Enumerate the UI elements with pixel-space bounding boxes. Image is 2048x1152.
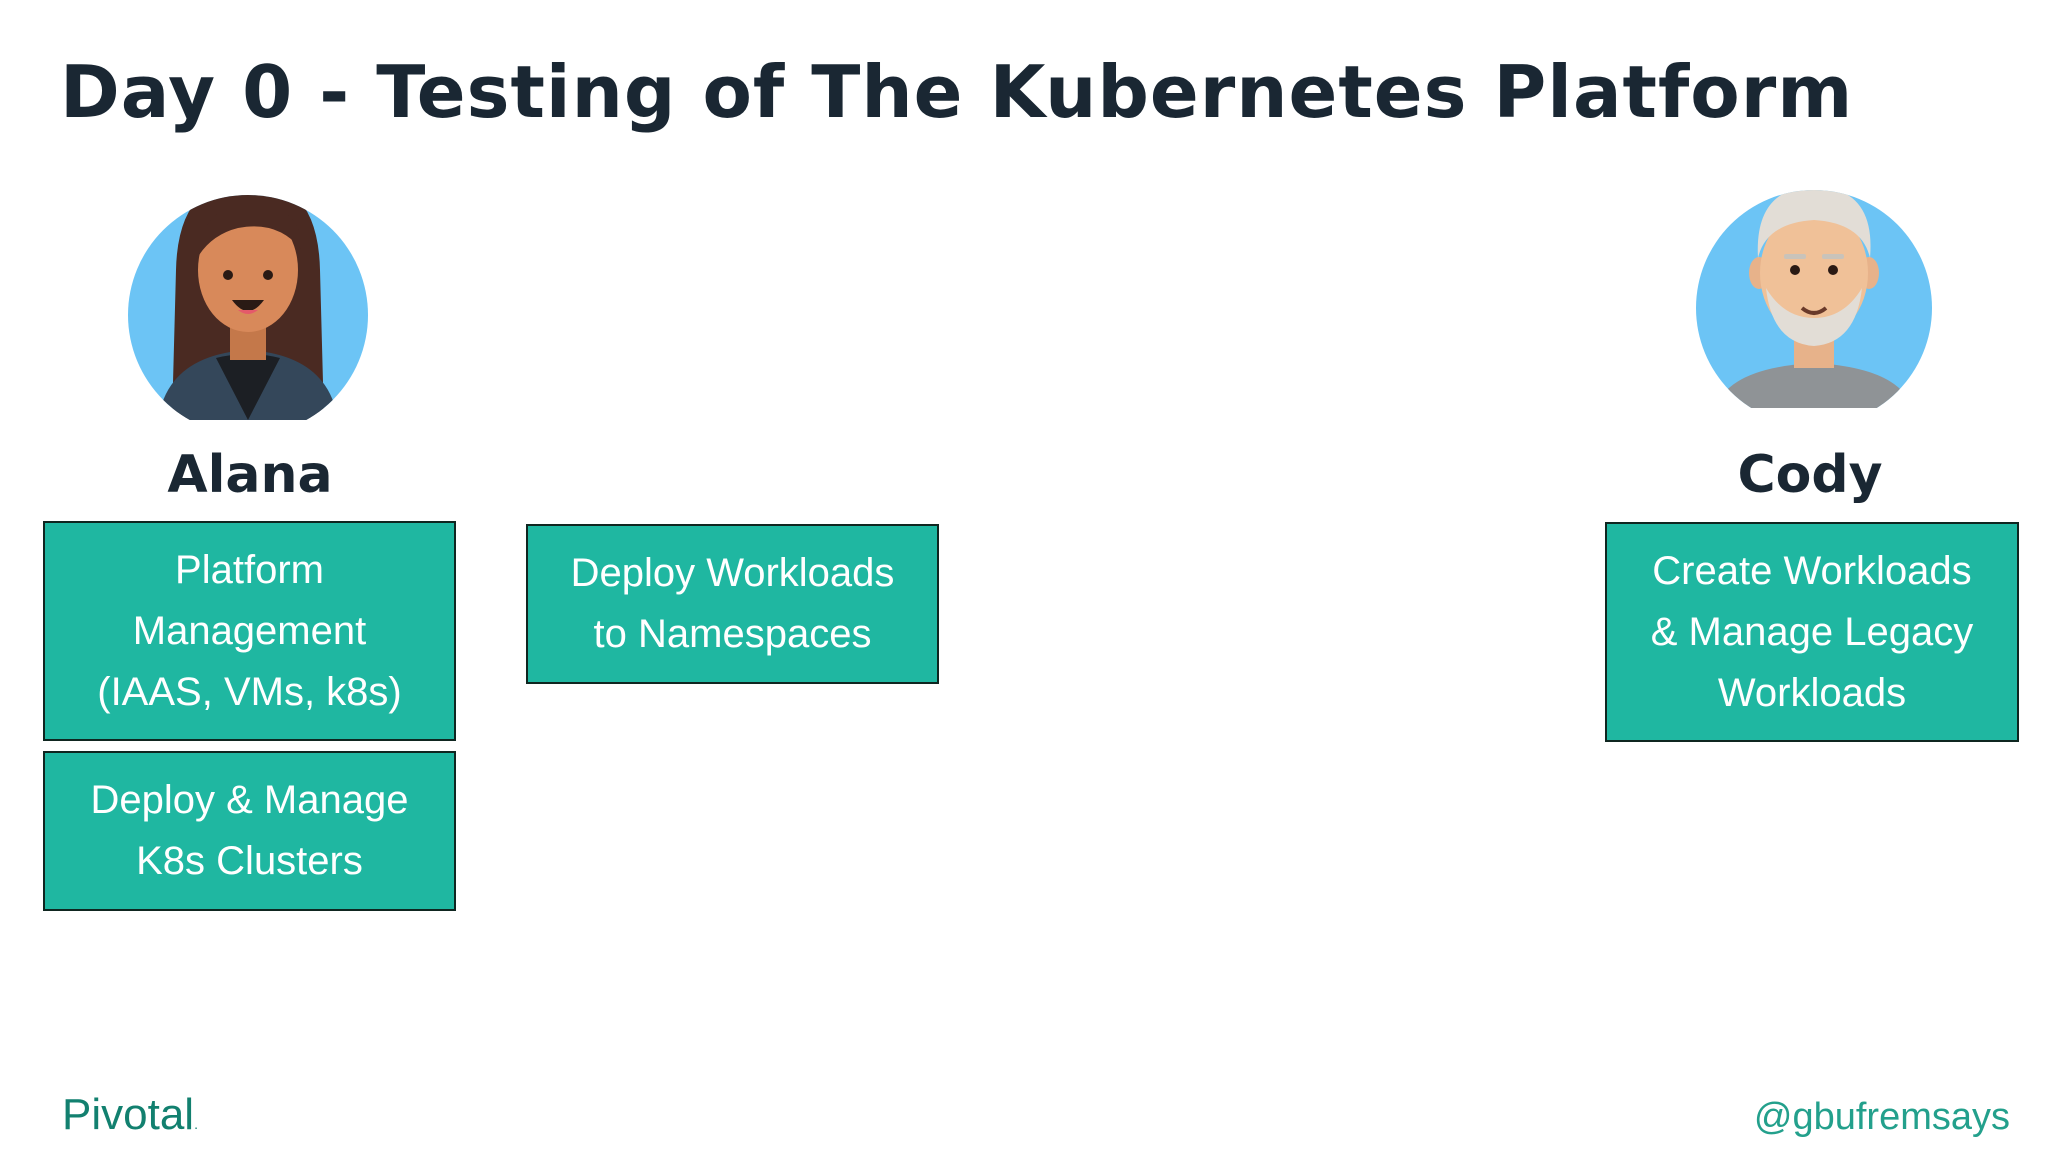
- deploy-manage-clusters-box: Deploy & Manage K8s Clusters: [43, 751, 456, 911]
- slide-title: Day 0 - Testing of The Kubernetes Platfo…: [60, 50, 1854, 134]
- pivotal-logo: Pivotal.: [62, 1090, 198, 1140]
- box-line: Management: [132, 608, 367, 653]
- platform-management-box: Platform Management (IAAS, VMs, k8s): [43, 521, 456, 741]
- logo-text: Pivotal: [62, 1090, 195, 1139]
- persona-name-alana: Alana: [167, 445, 333, 505]
- twitter-handle: @gbufremsays: [1753, 1096, 2010, 1138]
- box-line: Create Workloads: [1652, 548, 1972, 593]
- box-line: Deploy & Manage: [90, 778, 409, 822]
- box-line: & Manage Legacy: [1650, 609, 1974, 654]
- box-line: Platform: [175, 547, 324, 592]
- deploy-workloads-box: Deploy Workloads to Namespaces: [526, 524, 939, 684]
- woman-avatar-icon: [128, 180, 368, 420]
- box-line: (IAAS, VMs, k8s): [97, 669, 402, 714]
- box-line: Workloads: [1717, 670, 1907, 715]
- persona-name-cody: Cody: [1737, 445, 1883, 505]
- man-avatar-icon: [1694, 168, 1934, 408]
- box-line: K8s Clusters: [136, 839, 363, 883]
- box-line: to Namespaces: [593, 612, 872, 656]
- box-line: Deploy Workloads: [570, 551, 895, 595]
- logo-registered-dot: .: [194, 1116, 198, 1132]
- create-workloads-box: Create Workloads & Manage Legacy Workloa…: [1605, 522, 2019, 742]
